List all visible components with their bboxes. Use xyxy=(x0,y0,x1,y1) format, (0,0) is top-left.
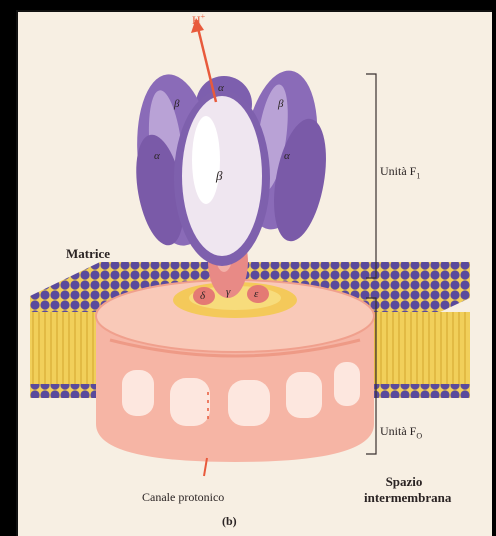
subunit-gamma: γ xyxy=(226,286,230,298)
subunit-beta-left: β xyxy=(174,98,179,110)
subunit-alpha-right: α xyxy=(284,150,290,162)
proton-label: H+ xyxy=(192,12,205,28)
subunit-beta-front: β xyxy=(216,168,222,184)
subunit-alpha-left: α xyxy=(154,150,160,162)
intermembrane-label: Spazio intermembrana xyxy=(364,474,444,506)
panel-label: (b) xyxy=(222,514,237,529)
unit-f0-label: Unità FO xyxy=(380,424,422,440)
subunit-beta-right: β xyxy=(278,98,283,110)
proton-channel-label: Canale protonico xyxy=(142,490,224,505)
subunit-alpha-top: α xyxy=(218,82,224,94)
subunit-delta: δ xyxy=(200,290,205,302)
subunit-epsilon: ε xyxy=(254,288,258,300)
f0-unit xyxy=(96,280,374,462)
f1-head xyxy=(129,66,335,266)
unit-f1-label: Unità F1 xyxy=(380,164,420,180)
f1-bracket xyxy=(366,74,376,278)
matrix-label: Matrice xyxy=(66,246,110,262)
